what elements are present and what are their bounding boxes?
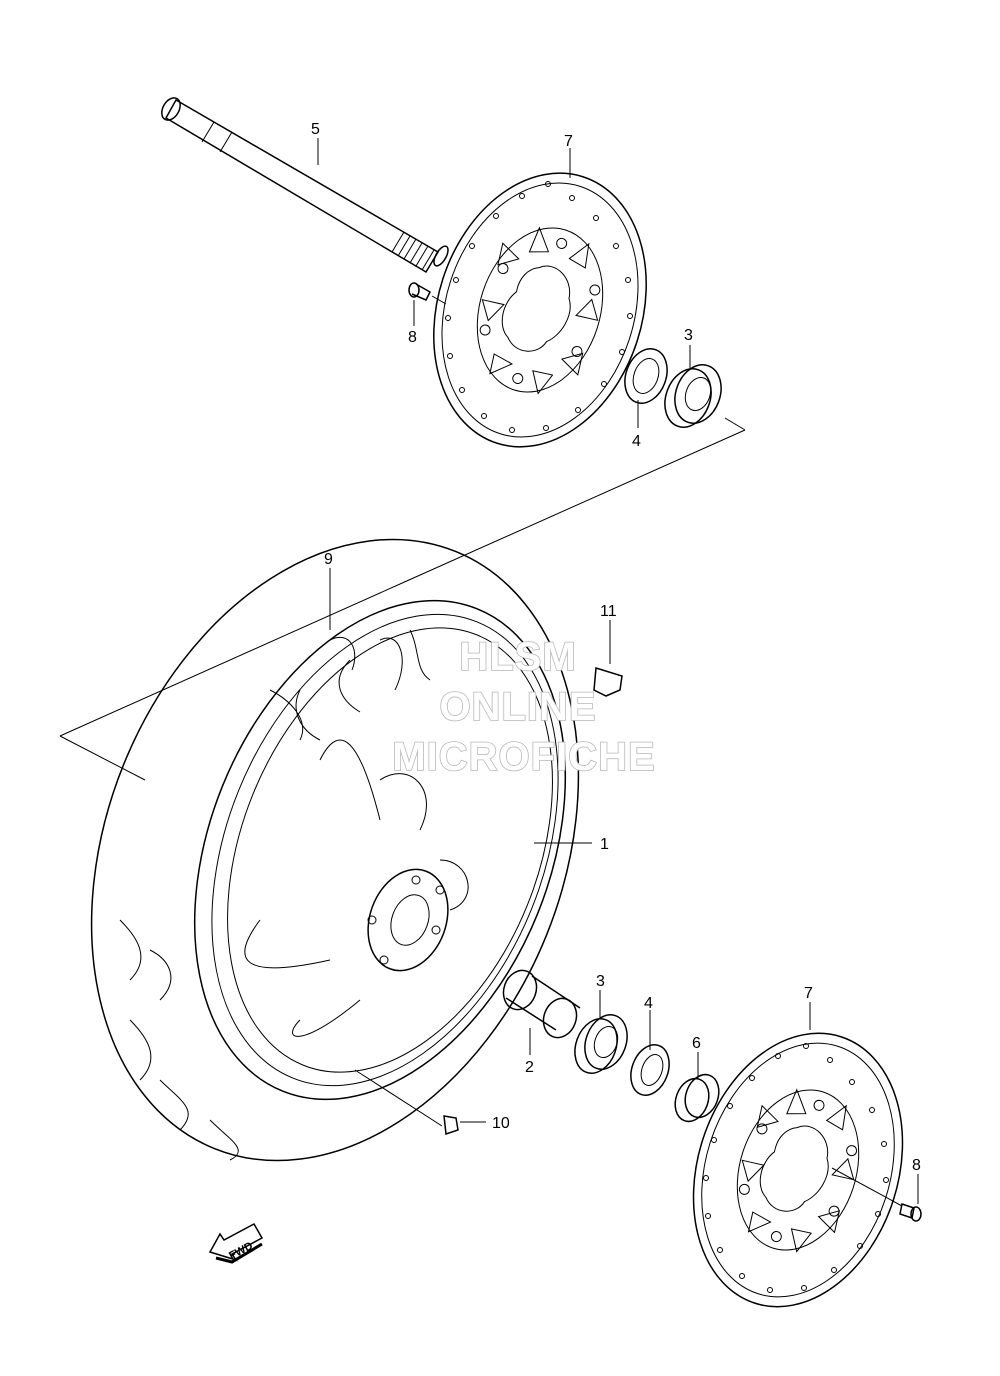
callout-3-lower: 3 — [596, 973, 605, 990]
callout-8-upper: 8 — [408, 329, 417, 346]
callout-10: 10 — [492, 1115, 510, 1132]
callout-1: 1 — [600, 836, 609, 853]
disc-bolt-upper — [408, 282, 447, 305]
oil-seal-upper — [624, 348, 668, 404]
forward-arrow-icon: FWD — [208, 1222, 264, 1264]
speed-sensor-rotor — [593, 620, 623, 697]
callout-7-upper: 7 — [564, 133, 573, 150]
callout-9: 9 — [324, 551, 333, 568]
brake-disc-left — [433, 172, 647, 448]
callout-6: 6 — [692, 1035, 701, 1052]
wheel-spacer — [502, 969, 581, 1039]
watermark-line-3: MICROFICHE — [392, 735, 655, 779]
callout-8-lower: 8 — [912, 1157, 921, 1174]
watermark-line-2: ONLINE — [439, 685, 596, 729]
wheel-bearing-lower — [574, 1014, 628, 1074]
callout-labels: 5 7 8 3 4 9 11 1 2 3 4 6 7 8 10 — [311, 121, 921, 1174]
tire-valve — [443, 1115, 486, 1136]
callout-11: 11 — [600, 603, 617, 620]
callout-4-lower: 4 — [644, 995, 653, 1012]
front-axle-shaft — [161, 97, 449, 274]
spacer-collar — [674, 1073, 720, 1123]
leader-lines — [317, 138, 919, 1204]
oil-seal-lower — [630, 1044, 670, 1096]
callout-5: 5 — [311, 121, 320, 138]
callout-3-upper: 3 — [684, 327, 693, 344]
disc-bolt-lower — [831, 1167, 922, 1222]
wheel-bearing-upper — [664, 364, 722, 428]
callout-4-upper: 4 — [632, 433, 641, 450]
front-wheel-tire — [90, 538, 580, 1162]
brake-disc-right — [692, 1032, 904, 1308]
watermark: HLSM ONLINE MICROFICHE — [392, 634, 656, 780]
callout-7-lower: 7 — [804, 985, 813, 1002]
callout-2: 2 — [525, 1059, 534, 1076]
watermark-line-1: HLSM — [459, 635, 576, 679]
assembly-guide-lines — [59, 417, 746, 1127]
